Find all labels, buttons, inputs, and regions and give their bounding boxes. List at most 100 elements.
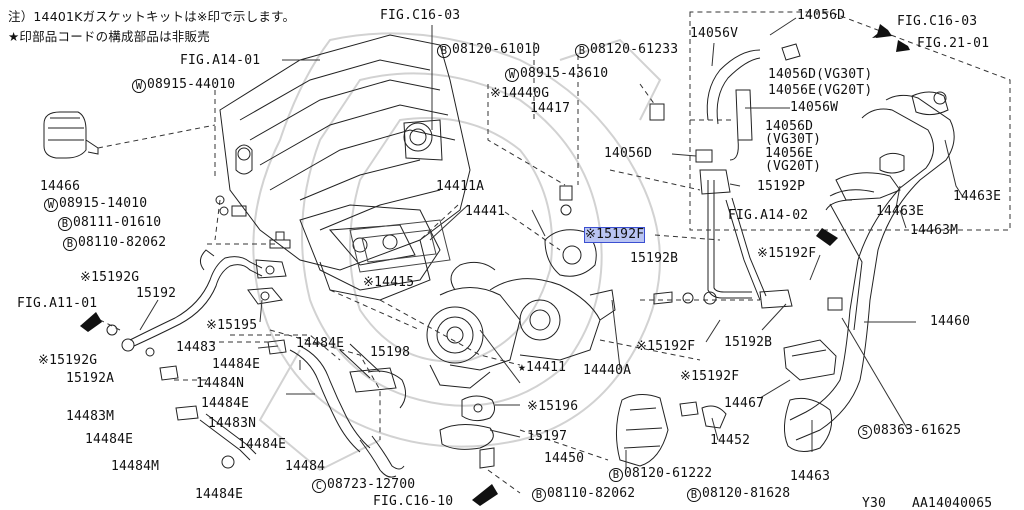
part-15197[interactable]: 15197 (527, 429, 568, 444)
part-14484e-6[interactable]: 14484E (195, 487, 244, 502)
part-14056e-b-variant: (VG20T) (765, 159, 822, 174)
part-14056e-b[interactable]: 14056E (765, 146, 814, 161)
ref-fig-c16-10[interactable]: FIG.C16-10 (373, 494, 454, 509)
part-14450[interactable]: 14450 (544, 451, 585, 466)
note-non-sale: ★印部品コードの構成部品は非販売 (8, 29, 210, 44)
part-14484e-4[interactable]: 14484E (85, 432, 134, 447)
part-15192p[interactable]: 15192P (757, 179, 806, 194)
washer-circle-w-icon: W (132, 79, 146, 93)
intake-air-pipe (784, 91, 955, 452)
part-14056v[interactable]: 14056V (690, 26, 739, 41)
part-14483m[interactable]: 14483M (66, 409, 115, 424)
part-14440a[interactable]: 14440A (583, 363, 632, 378)
screw-circle-s-icon: S (858, 425, 872, 439)
part-14466[interactable]: 14466 (40, 179, 81, 194)
circle-c-icon: C (312, 479, 326, 493)
part-14452[interactable]: 14452 (710, 433, 751, 448)
part-14484[interactable]: 14484 (285, 459, 326, 474)
part-14463-bottom[interactable]: 14463 (790, 469, 831, 484)
part-14441[interactable]: 14441 (465, 204, 506, 219)
background-engine-watermark (252, 32, 662, 472)
part-14415[interactable]: ※14415 (363, 275, 415, 290)
ref-fig-c16-03-right[interactable]: FIG.C16-03 (897, 14, 978, 29)
part-15192a[interactable]: 15192A (66, 371, 115, 386)
part-14483[interactable]: 14483 (176, 340, 217, 355)
gasket-15196 (461, 395, 496, 422)
part-14056w[interactable]: 14056W (790, 100, 839, 115)
bracket (783, 339, 837, 381)
model-code: Y30 (862, 496, 887, 510)
part-15196[interactable]: ※15196 (527, 399, 579, 414)
part-14467[interactable]: 14467 (724, 396, 765, 411)
part-14417[interactable]: 14417 (530, 101, 571, 116)
illustration-code: AA14040065 (912, 496, 993, 510)
part-15192f-mid[interactable]: ※15192F (636, 339, 696, 354)
part-14056d-mid[interactable]: 14056D (604, 146, 653, 161)
bolt-circle-b-icon: B (532, 488, 546, 502)
part-14484e-3[interactable]: 14484E (201, 396, 250, 411)
part-14463m[interactable]: 14463M (910, 223, 959, 238)
ref-fig-a11-01[interactable]: FIG.A11-01 (17, 296, 98, 311)
part-15192g-2[interactable]: ※15192G (38, 353, 98, 368)
manifold-gasket (349, 219, 451, 273)
part-14463e-mid[interactable]: 14463E (876, 204, 925, 219)
vacuum-hoses (695, 43, 801, 163)
part-14484n-1[interactable]: 14484N (196, 376, 245, 391)
part-15195[interactable]: ※15195 (206, 318, 258, 333)
note-gasket-kit: 注）14401Kガスケットキットは※印で示します。 (8, 9, 296, 24)
part-15192f-low[interactable]: ※15192F (680, 369, 740, 384)
part-15198[interactable]: 15198 (370, 345, 411, 360)
part-14440g[interactable]: ※14440G (490, 86, 550, 101)
ref-fig-a14-02[interactable]: FIG.A14-02 (728, 208, 809, 223)
bolt-circle-b-icon: B (437, 44, 451, 58)
bolts (159, 103, 843, 469)
turbocharger (426, 229, 616, 389)
part-15192[interactable]: 15192 (136, 286, 177, 301)
oil-feed-pipe (106, 249, 287, 357)
part-14056d-b-variant: (VG30T) (765, 132, 822, 147)
part-14460[interactable]: 14460 (930, 314, 971, 329)
part-14484e-5[interactable]: 14484E (238, 437, 287, 452)
part-14056e-vg20t[interactable]: 14056E(VG20T) (768, 83, 873, 98)
ref-fig-21-01[interactable]: FIG.21-01 (917, 36, 990, 51)
part-14484e-1[interactable]: 14484E (296, 336, 345, 351)
heat-shield (616, 394, 669, 467)
part-15192b-2[interactable]: 15192B (724, 335, 773, 350)
ref-fig-c16-03-top[interactable]: FIG.C16-03 (380, 8, 461, 23)
part-14484e-2[interactable]: 14484E (212, 357, 261, 372)
part-15192f-selected[interactable]: ※15192F (583, 227, 646, 243)
part-14484m[interactable]: 14484M (111, 459, 160, 474)
bolt-circle-b-icon: B (63, 237, 77, 251)
part-14411[interactable]: ★14411 (518, 360, 567, 375)
oil-return-pipe (699, 169, 767, 301)
part-14463e-right[interactable]: 14463E (953, 189, 1002, 204)
part-15192f-right[interactable]: ※15192F (757, 246, 817, 261)
part-14056d-b[interactable]: 14056D (765, 119, 814, 134)
oil-filter (43, 111, 99, 159)
water-hoses (199, 343, 406, 478)
part-15192g-1[interactable]: ※15192G (80, 270, 140, 285)
leader-lines (139, 17, 964, 470)
bolt-circle-b-icon: B (575, 44, 589, 58)
part-14411a[interactable]: 14411A (436, 179, 485, 194)
part-15192b-1[interactable]: 15192B (630, 251, 679, 266)
gasket-15197 (439, 424, 494, 450)
part-14056d-vg30t[interactable]: 14056D(VG30T) (768, 67, 873, 82)
part-14056d-top[interactable]: 14056D (797, 8, 846, 23)
ref-fig-a14-01[interactable]: FIG.A14-01 (180, 53, 261, 68)
part-14483n[interactable]: 14483N (208, 416, 257, 431)
